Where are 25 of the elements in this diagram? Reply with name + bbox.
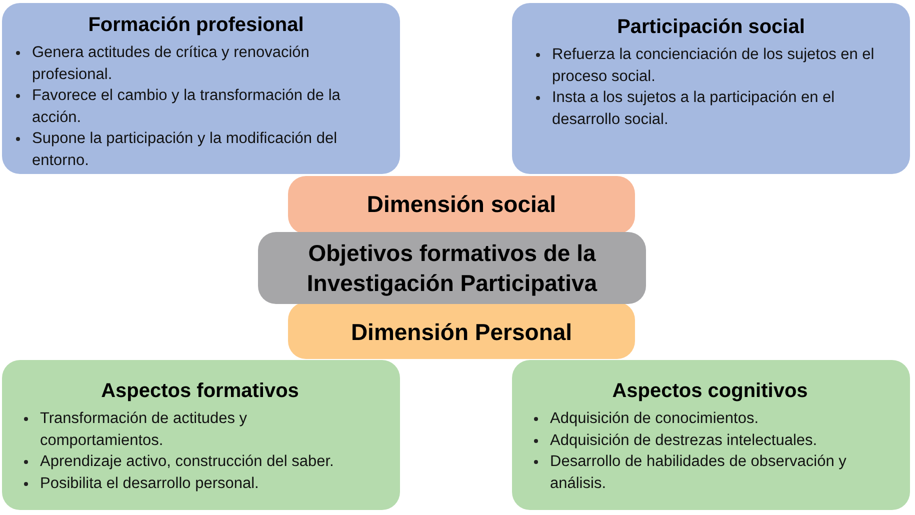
card-heading: Aspectos cognitivos xyxy=(612,380,808,402)
category-card xyxy=(512,3,910,174)
bullet-text: Supone la participación y la modificación del entorno. xyxy=(32,129,338,170)
dimension-band xyxy=(288,302,635,359)
bullet-text: Refuerza la concienciación de los sujetos en el proceso social. xyxy=(552,45,876,86)
card-heading: Aspectos formativos xyxy=(101,380,299,402)
category-card xyxy=(2,3,400,174)
dimension-band xyxy=(288,176,635,234)
band-title: Objetivos formativos de la Investigación Participativa xyxy=(306,239,598,298)
central-title-band xyxy=(258,232,646,304)
bullet-text: Desarrollo de habilidades de observación y análisis. xyxy=(550,452,848,494)
bullet-text: Aprendizaje activo, construcción del saber. xyxy=(40,452,334,472)
bullet-text: Transformación de actitudes y comportamientos. xyxy=(40,409,248,450)
bullet-text: Favorece el cambio y la transformación de la acción. xyxy=(32,86,342,128)
band-title: Dimensión social xyxy=(366,190,556,219)
category-card xyxy=(2,360,400,510)
category-card xyxy=(512,360,910,510)
bullet-text: Adquisición de conocimientos. xyxy=(550,409,759,429)
bullet-text: Insta a los sujetos a la participación en el desarrollo social. xyxy=(552,88,836,130)
card-heading: Formación profesional xyxy=(88,14,304,36)
bullet-text: Posibilita el desarrollo personal. xyxy=(40,474,259,494)
card-heading: Participación social xyxy=(617,16,805,38)
band-title: Dimensión Personal xyxy=(350,318,572,346)
bullet-text: Genera actitudes de crítica y renovación profesional. xyxy=(32,43,310,84)
bullet-text: Adquisición de destrezas intelectuales. xyxy=(550,430,818,450)
